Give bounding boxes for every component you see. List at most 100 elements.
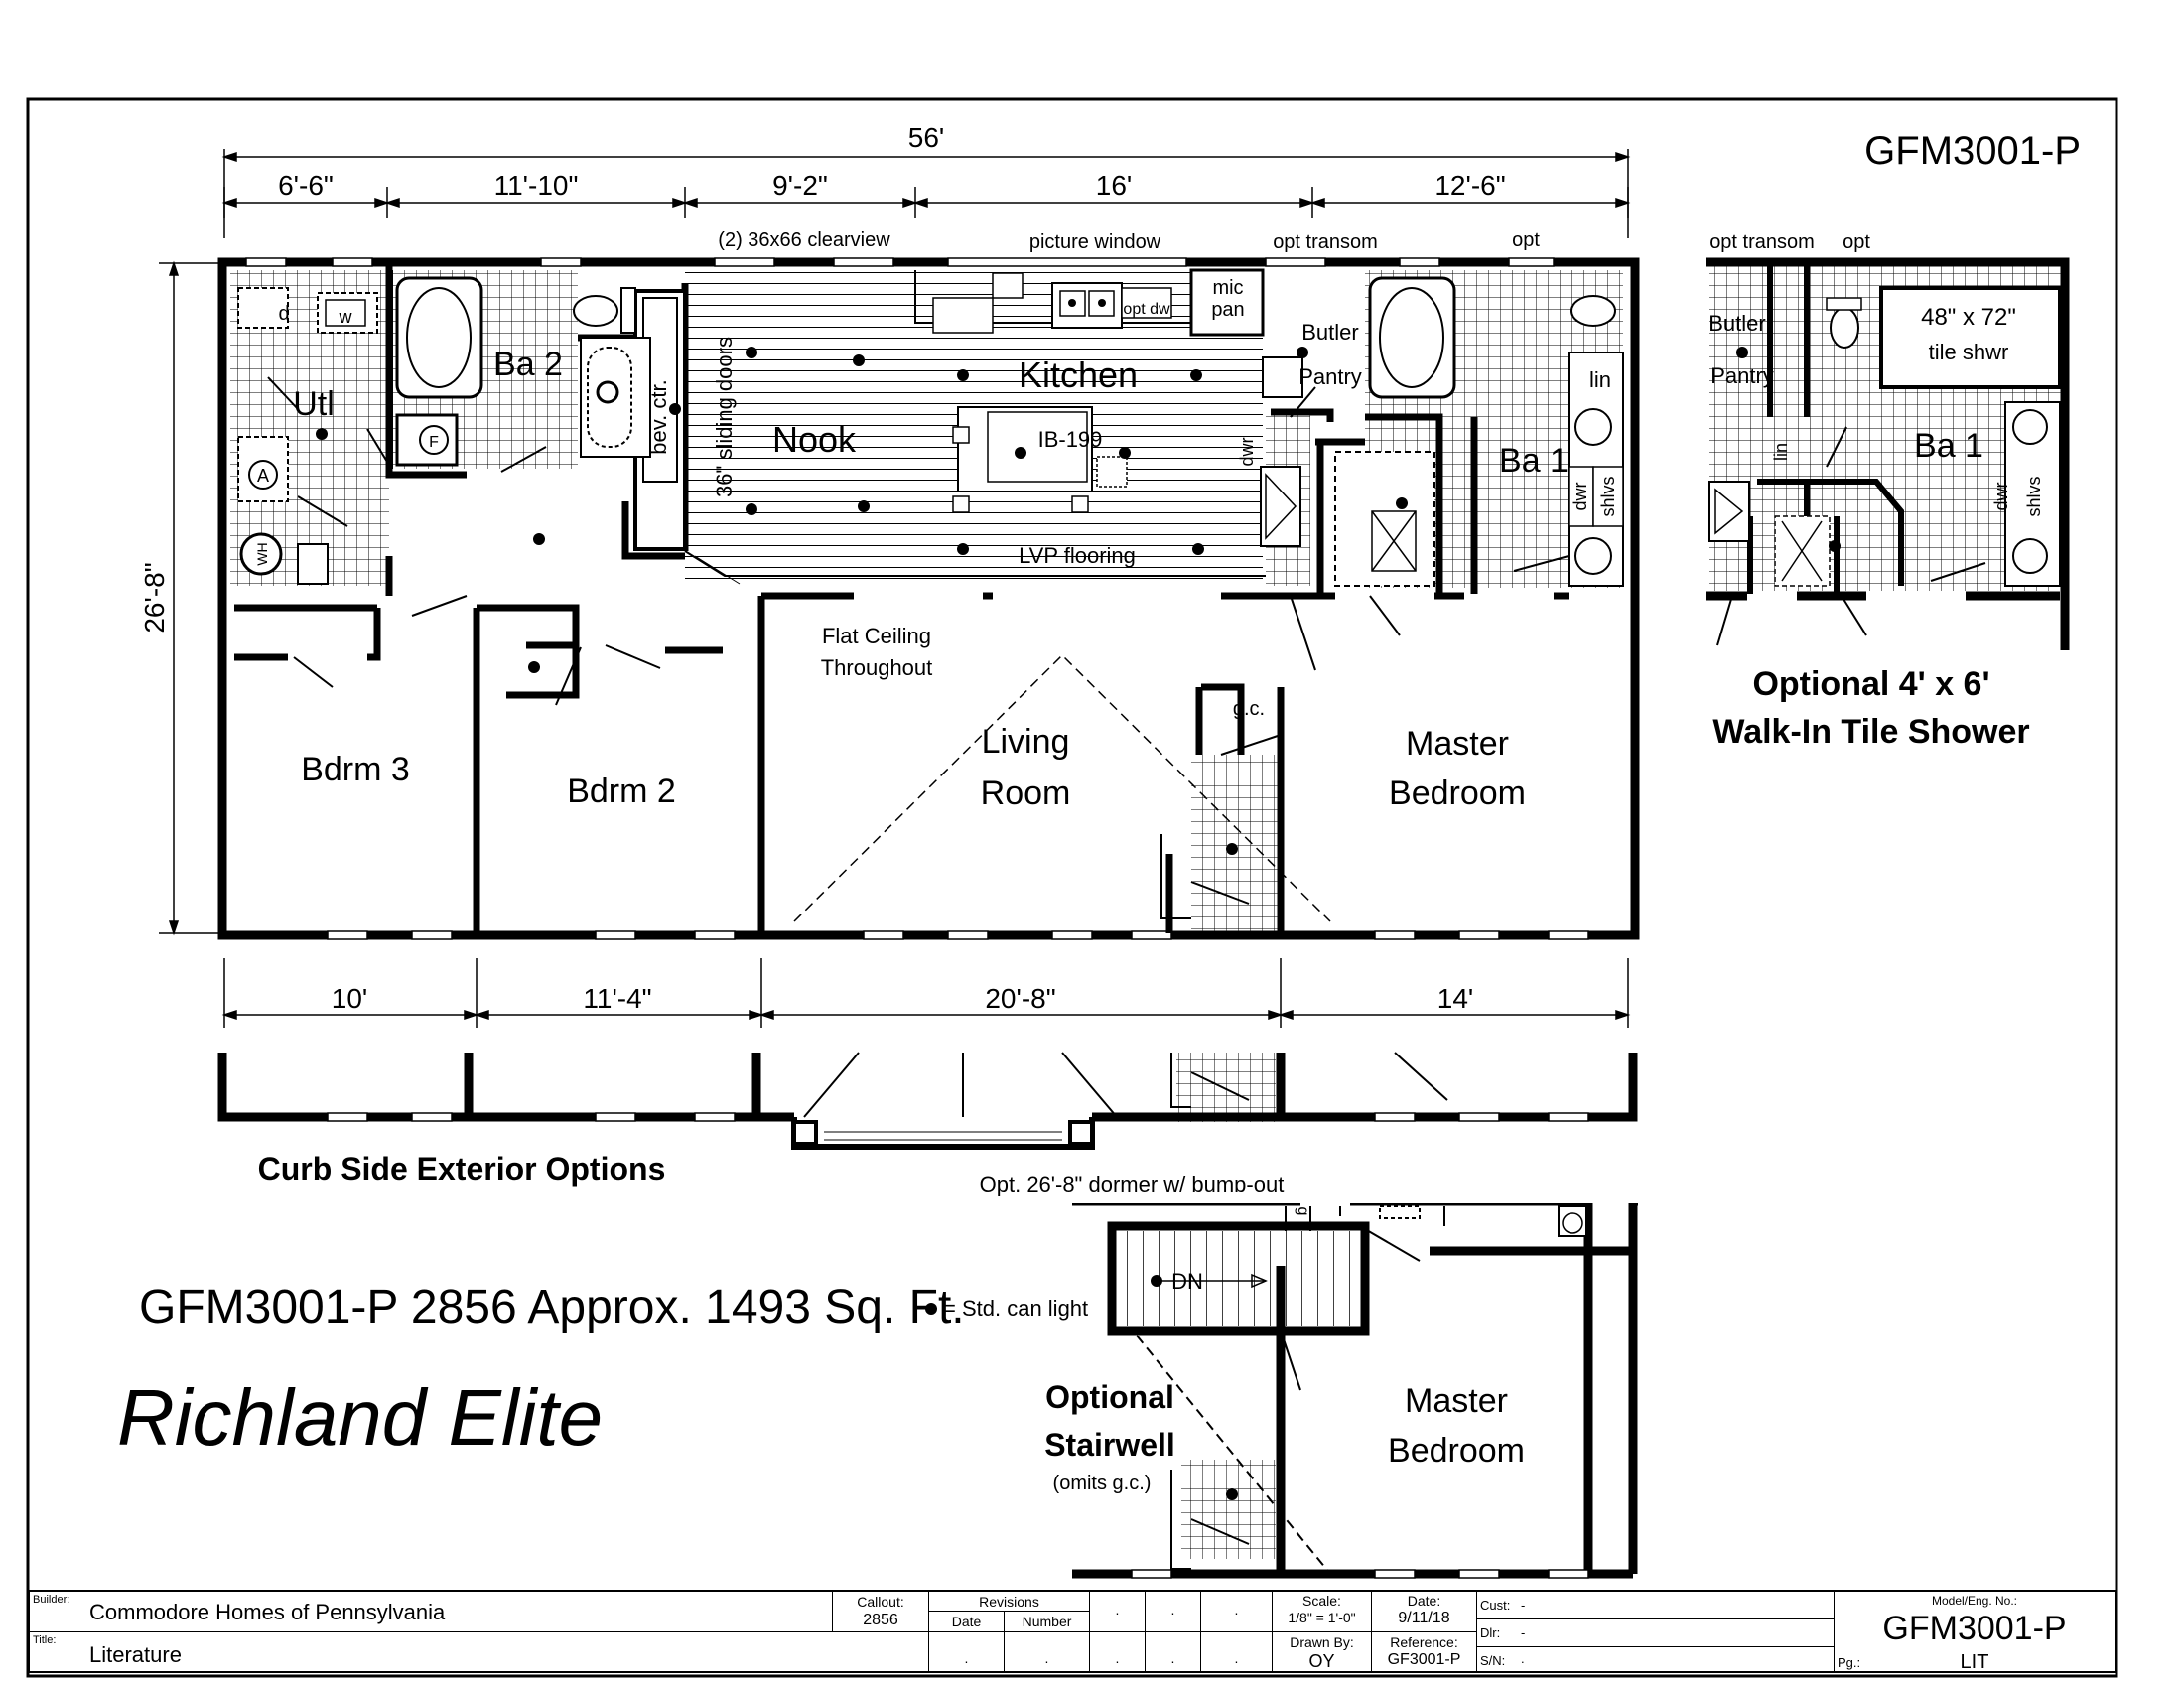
dryer-label: d bbox=[278, 303, 289, 325]
stair-master-label-2: Bedroom bbox=[1388, 1432, 1525, 1470]
clearview-window-label: (2) 36x66 clearview bbox=[718, 229, 890, 251]
revision-dot: . bbox=[1044, 1650, 1049, 1666]
revisions-header: Revisions bbox=[929, 1592, 1090, 1612]
revisions-date-col: Date bbox=[929, 1612, 1005, 1632]
bottom-dimension-lines bbox=[221, 958, 1631, 1028]
bottom-dimension-4: 14' bbox=[1437, 983, 1474, 1014]
serial-value: . bbox=[1521, 1651, 1525, 1666]
top-dimension-4: 16' bbox=[1096, 170, 1133, 201]
microwave-label: mic bbox=[1212, 277, 1243, 299]
optional-stairwell-plan: DN g Master Bedroom bbox=[1067, 1192, 1643, 1579]
drawn-by-cell: Drawn By: OY bbox=[1273, 1632, 1372, 1673]
sheet-border bbox=[26, 97, 2118, 1678]
revisions-number-label: Number bbox=[1022, 1614, 1072, 1629]
model-number-cell: Model/Eng. No.: GFM3001-P Pg.: LIT bbox=[1835, 1592, 2115, 1673]
inset-opt-transom-label: opt transom bbox=[1709, 231, 1815, 253]
inset-drawer-label: dwr bbox=[1991, 482, 2011, 510]
sliding-doors-label: 36" sliding doors bbox=[712, 337, 737, 497]
stairwell-title-1: Optional bbox=[1045, 1379, 1174, 1415]
utility-room-label: Utl bbox=[293, 385, 335, 423]
optional-shower-inset: opt transom opt Butler Pantry 48" x 72" … bbox=[1706, 231, 2070, 751]
inset-shower-size-label: 48" x 72" bbox=[1921, 304, 2016, 331]
builder-label: Builder: bbox=[33, 1594, 70, 1606]
plan-summary: GFM3001-P 2856 Approx. 1493 Sq. Ft. bbox=[139, 1281, 965, 1334]
customer-label: Cust: bbox=[1480, 1598, 1511, 1613]
kitchen-drawer-label: dwr bbox=[1237, 437, 1257, 466]
island-label: IB-199 bbox=[1038, 427, 1103, 452]
inset-linen-label: lin bbox=[1771, 443, 1791, 461]
revision-blank-7: . bbox=[1201, 1592, 1273, 1632]
inset-shelves-label: shlvs bbox=[2024, 476, 2044, 516]
top-dimension-1: 6'-6" bbox=[278, 170, 334, 201]
can-light-legend: = Std. can light bbox=[943, 1296, 1088, 1321]
revision-blank-3: . bbox=[1090, 1592, 1146, 1632]
guest-closet-label: g.c. bbox=[1233, 698, 1265, 720]
revision-dot: . bbox=[1170, 1602, 1175, 1618]
stairwell-note: (omits g.c.) bbox=[1053, 1473, 1152, 1494]
revisions-number-col: Number bbox=[1005, 1612, 1090, 1632]
dealer-label: Dlr: bbox=[1480, 1625, 1501, 1640]
date-label: Date: bbox=[1407, 1593, 1441, 1609]
serial-cell: S/N: . bbox=[1477, 1647, 1835, 1673]
top-dimension-lines bbox=[221, 149, 1631, 238]
overall-depth-dimension: 26'-8" bbox=[139, 562, 170, 633]
master-bedroom-label-1: Master bbox=[1406, 725, 1509, 763]
inset-pantry-label: Pantry bbox=[1710, 363, 1774, 388]
living-room-label-2: Room bbox=[981, 774, 1071, 812]
linen-label: lin bbox=[1589, 367, 1611, 392]
water-heater-label: WH bbox=[254, 542, 270, 565]
kitchen-label: Kitchen bbox=[1019, 354, 1138, 395]
bath-drawer-label: dwr bbox=[1570, 482, 1590, 510]
opt-dishwasher-label: opt dw bbox=[1123, 301, 1170, 318]
bottom-dimension-1: 10' bbox=[332, 983, 368, 1014]
revision-blank-1: . bbox=[929, 1632, 1005, 1673]
opt-window-label: opt bbox=[1512, 229, 1540, 251]
callout-label: Callout: bbox=[857, 1594, 904, 1610]
scale-cell: Scale: 1/8" = 1'-0" bbox=[1273, 1592, 1372, 1632]
inset-tile-shower-label: tile shwr bbox=[1929, 340, 2009, 364]
builder-cell: Builder: Commodore Homes of Pennsylvania bbox=[30, 1592, 929, 1632]
scale-value: 1/8" = 1'-0" bbox=[1288, 1610, 1356, 1625]
washer-label: w bbox=[339, 307, 353, 327]
date-cell: Date: 9/11/18 bbox=[1372, 1592, 1477, 1632]
model-number-label: Model/Eng. No.: bbox=[1931, 1594, 2018, 1608]
title-label: Title: bbox=[33, 1634, 57, 1646]
page-value: LIT bbox=[1960, 1651, 1989, 1673]
revision-dot: . bbox=[1115, 1650, 1120, 1666]
builder-value: Commodore Homes of Pennsylvania bbox=[89, 1600, 446, 1624]
inset-opt-label: opt bbox=[1843, 231, 1870, 253]
bedroom2-label: Bdrm 2 bbox=[567, 773, 676, 810]
revision-dot: . bbox=[964, 1650, 969, 1666]
customer-value: - bbox=[1521, 1598, 1526, 1613]
pantry-label: Pantry bbox=[1298, 364, 1362, 389]
revision-dot: . bbox=[1234, 1602, 1239, 1618]
revision-blank-4: . bbox=[1146, 1592, 1201, 1632]
reference-cell: Reference: GF3001-P bbox=[1372, 1632, 1477, 1673]
flat-ceiling-label-2: Throughout bbox=[821, 655, 933, 680]
inset-title-1: Optional 4' x 6' bbox=[1752, 665, 1989, 703]
bottom-dimension-2: 11'-4" bbox=[583, 983, 651, 1014]
callout-cell: Callout: 2856 bbox=[832, 1592, 929, 1632]
serial-label: S/N: bbox=[1480, 1653, 1506, 1668]
lvp-flooring-label: LVP flooring bbox=[1019, 543, 1136, 568]
revision-blank-6: . bbox=[1146, 1632, 1201, 1673]
overall-width-dimension: 56' bbox=[908, 122, 945, 153]
revision-blank-8: . bbox=[1201, 1632, 1273, 1673]
dealer-value: - bbox=[1521, 1625, 1526, 1640]
nook-label: Nook bbox=[772, 419, 857, 460]
title-block: Builder: Commodore Homes of Pennsylvania… bbox=[28, 1590, 2116, 1673]
shelves-label: shlvs bbox=[1598, 476, 1618, 516]
butler-label: Butler bbox=[1301, 320, 1358, 345]
can-light-legend-dot bbox=[925, 1303, 937, 1315]
stair-gc-fragment: g bbox=[1295, 1207, 1311, 1216]
picture-window-label: picture window bbox=[1029, 231, 1161, 253]
living-room-label-1: Living bbox=[982, 723, 1070, 761]
scale-label: Scale: bbox=[1302, 1593, 1341, 1609]
revision-dot: . bbox=[1234, 1650, 1239, 1666]
reference-label: Reference: bbox=[1390, 1634, 1458, 1650]
stair-master-label-1: Master bbox=[1405, 1382, 1508, 1420]
inset-butler-label: Butler bbox=[1708, 311, 1765, 336]
revision-dot: . bbox=[1115, 1602, 1120, 1618]
flat-ceiling-label-1: Flat Ceiling bbox=[822, 624, 931, 648]
